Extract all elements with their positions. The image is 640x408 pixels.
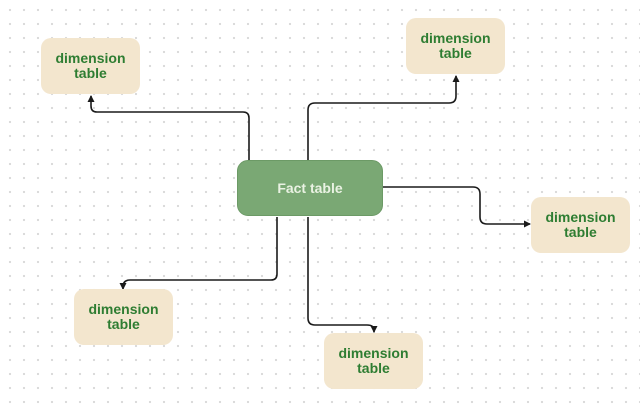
dimension-table-node-bottom-left[interactable]: dimension table [74,289,173,345]
connector-to-dim-bottom-left [119,217,278,290]
dimension-table-node-right[interactable]: dimension table [531,197,630,253]
dimension-table-node-top-left[interactable]: dimension table [41,38,140,94]
connector-to-dim-right [383,186,531,228]
fact-table-label: Fact table [277,180,343,196]
dimension-table-node-top-right[interactable]: dimension table [406,18,505,74]
dimension-table-label: dimension table [88,301,159,332]
dimension-table-label: dimension table [338,345,409,376]
connector-to-dim-top-left [87,95,250,160]
dimension-table-label: dimension table [545,209,616,240]
fact-table-node[interactable]: Fact table [237,160,383,216]
dimension-table-node-bottom-center[interactable]: dimension table [324,333,423,389]
connector-to-dim-top-right [307,75,460,160]
dimension-table-label: dimension table [420,30,491,61]
connector-to-dim-bottom-center [307,217,378,333]
dimension-table-label: dimension table [55,50,126,81]
